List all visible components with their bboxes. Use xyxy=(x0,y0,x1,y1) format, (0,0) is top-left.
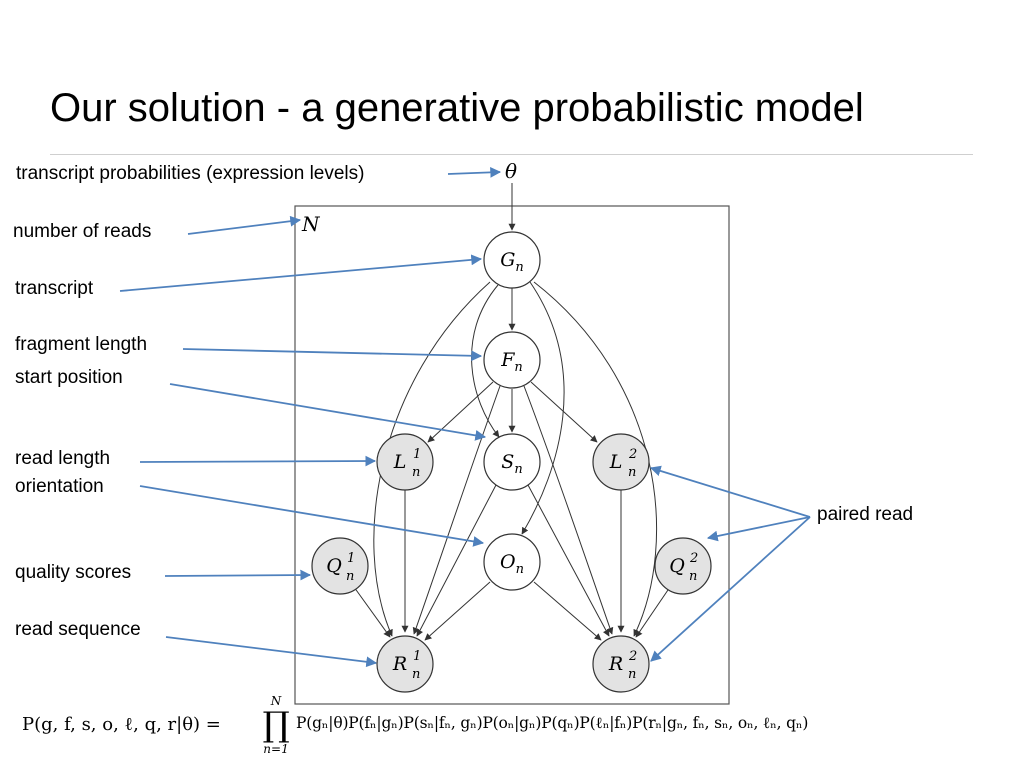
node-r2: R 2 n xyxy=(592,635,650,693)
node-l2: L 2 n xyxy=(592,433,650,491)
formula-lhs: P(g, f, s, o, ℓ, q, r|θ) = xyxy=(22,714,221,735)
node-f: Fn xyxy=(483,331,541,389)
svg-text:n: n xyxy=(689,569,697,584)
edge-s-r1 xyxy=(416,484,497,637)
svg-text:R: R xyxy=(608,653,623,675)
edge-s-r2 xyxy=(527,484,610,637)
product-lower-limit: n=1 xyxy=(263,742,289,756)
label-read-sequence: read sequence xyxy=(15,619,141,640)
edge-g-s xyxy=(471,284,500,438)
plate-label: N xyxy=(301,212,321,236)
edge-o-r2 xyxy=(533,581,602,641)
node-o: On xyxy=(483,533,541,591)
slide-title: Our solution - a generative probabilisti… xyxy=(50,86,864,130)
label-paired-read: paired read xyxy=(817,504,914,525)
svg-text:Fn: Fn xyxy=(500,349,523,375)
node-l1: L 1 n xyxy=(376,433,434,491)
label-start-position: start position xyxy=(15,367,123,388)
theta-symbol: θ xyxy=(505,159,517,183)
arrow-quality-scores xyxy=(164,569,312,581)
svg-text:2: 2 xyxy=(628,447,637,462)
svg-text:1: 1 xyxy=(413,447,421,462)
svg-text:1: 1 xyxy=(347,551,355,566)
label-transcript-probabilities: transcript probabilities (expression lev… xyxy=(16,163,365,184)
svg-text:n: n xyxy=(628,465,636,480)
svg-text:n: n xyxy=(412,465,420,480)
arrow-start-position xyxy=(169,383,487,441)
label-orientation: orientation xyxy=(15,476,104,497)
product-upper-limit: N xyxy=(270,694,282,708)
svg-text:n: n xyxy=(412,667,420,682)
svg-text:n: n xyxy=(628,667,636,682)
arrow-plate xyxy=(187,215,302,235)
edge-q1-r1 xyxy=(353,586,391,638)
arrow-theta xyxy=(447,166,502,178)
arrow-paired-l2 xyxy=(649,465,811,518)
node-s: Sn xyxy=(483,433,541,491)
edge-f-l2 xyxy=(530,381,598,443)
formula-rhs: P(gₙ|θ)P(fₙ|gₙ)P(sₙ|fₙ, gₙ)P(oₙ|gₙ)P(qₙ)… xyxy=(296,714,809,732)
arrow-fragment-length xyxy=(182,348,483,362)
arrow-read-sequence xyxy=(165,636,378,668)
label-fragment-length: fragment length xyxy=(15,334,148,355)
svg-text:Q: Q xyxy=(669,555,685,577)
arrow-transcript xyxy=(119,254,483,292)
edge-o-r1 xyxy=(424,581,491,641)
node-q1: Q 1 n xyxy=(311,537,369,595)
joint-probability-formula: P(g, f, s, o, ℓ, q, r|θ) = N ∏ n=1 P(gₙ|… xyxy=(22,694,1012,764)
svg-text:1: 1 xyxy=(413,649,421,664)
svg-text:Q: Q xyxy=(326,555,342,577)
node-g: Gn xyxy=(483,231,541,289)
edge-g-o xyxy=(521,281,565,535)
label-quality-scores: quality scores xyxy=(15,562,132,583)
arrow-orientation xyxy=(139,485,485,547)
label-number-of-reads: number of reads xyxy=(13,221,152,242)
svg-text:2: 2 xyxy=(689,551,698,566)
arrow-paired-r2 xyxy=(650,516,811,662)
edge-q2-r2 xyxy=(635,586,671,638)
arrow-read-length xyxy=(139,455,377,467)
svg-text:R: R xyxy=(392,653,407,675)
svg-text:L: L xyxy=(393,451,407,473)
product-operator: N ∏ n=1 xyxy=(256,694,296,756)
label-transcript: transcript xyxy=(15,278,94,299)
arrow-paired-q2 xyxy=(706,516,811,542)
edge-f-r2 xyxy=(523,385,614,635)
svg-text:Sn: Sn xyxy=(501,451,522,477)
product-symbol: ∏ xyxy=(262,705,290,745)
svg-text:Gn: Gn xyxy=(500,249,524,275)
edge-f-l1 xyxy=(427,381,494,443)
node-q2: Q 2 n xyxy=(654,537,712,595)
svg-text:n: n xyxy=(346,569,354,584)
svg-text:L: L xyxy=(609,451,623,473)
label-read-length: read length xyxy=(15,448,111,469)
title-divider xyxy=(50,154,973,155)
edge-f-r1 xyxy=(412,385,501,635)
annotation-arrows xyxy=(119,166,811,668)
svg-text:On: On xyxy=(500,551,524,577)
node-r1: R 1 n xyxy=(376,635,434,693)
svg-text:2: 2 xyxy=(628,649,637,664)
